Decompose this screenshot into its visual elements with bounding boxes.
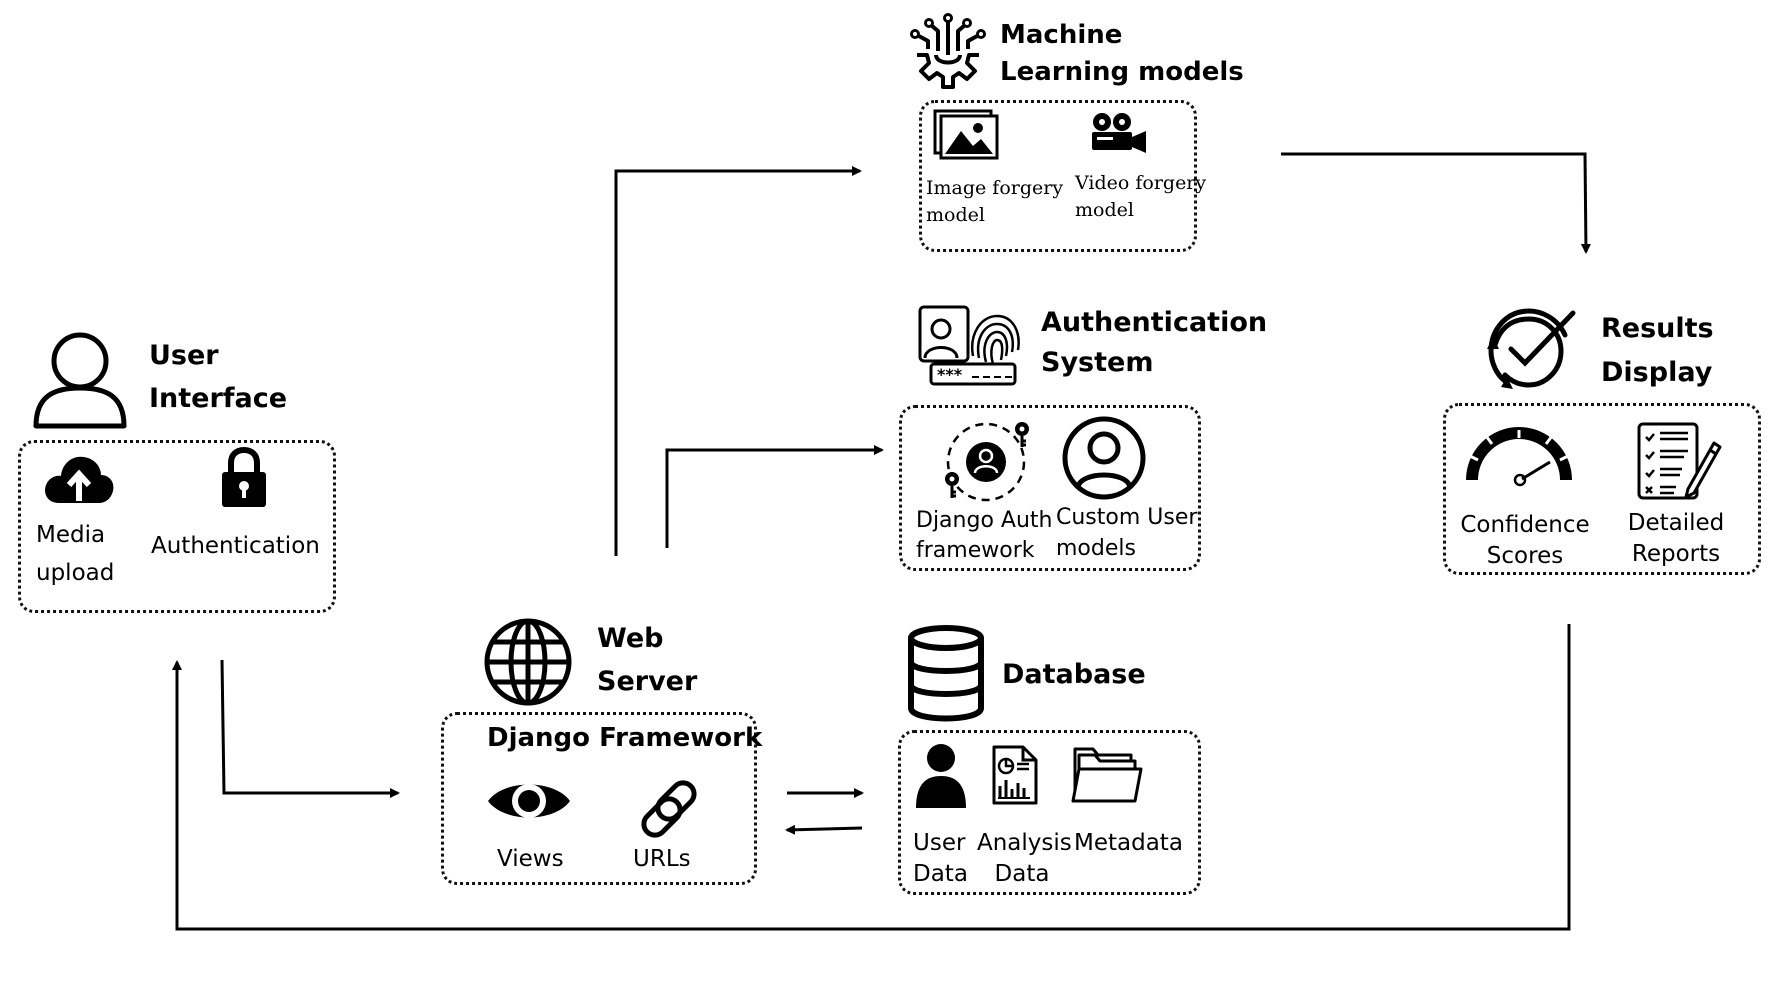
cloud-upload-icon[interactable] <box>43 451 115 505</box>
results-container: Confidence Scores Detailed Reports <box>1443 403 1761 575</box>
urls-label: URLs <box>633 846 691 872</box>
webserver-container: Django Framework Views URLs <box>441 712 762 885</box>
analysis-data-label-line2: Data <box>994 861 1050 887</box>
user-keys-icon[interactable] <box>944 416 1038 504</box>
image-forgery-label-line2: model <box>926 204 985 226</box>
video-forgery-label-line2: model <box>1075 199 1134 221</box>
detailed-reports-label-line2: Reports <box>1631 541 1721 567</box>
svg-text:***: *** <box>937 365 963 384</box>
ml-title-line2: Learning models <box>1000 57 1244 87</box>
results-title-line2: Display <box>1601 357 1713 388</box>
padlock-icon[interactable] <box>219 446 269 509</box>
results-title-line1: Results <box>1601 313 1714 344</box>
arrow-ui-to-webserver <box>220 659 400 798</box>
user-data-label-line1: User <box>913 830 966 856</box>
image-forgery-label-line1: Image forgery <box>926 177 1064 199</box>
video-forgery-label-line1: Video forgery <box>1075 172 1207 194</box>
auth-title-line1: Authentication <box>1041 307 1268 338</box>
confidence-label-line1: Confidence <box>1460 512 1590 538</box>
user-data-label-line2: Data <box>913 861 968 887</box>
ui-authentication-label: Authentication <box>151 533 320 559</box>
globe-icon <box>484 618 572 706</box>
django-auth-label-line2: framework <box>916 538 1035 563</box>
ml-container: Image forgery model Video forgery model <box>919 100 1206 252</box>
arrow-webserver-to-auth <box>665 445 884 548</box>
report-doc-icon[interactable] <box>991 744 1039 806</box>
ui-title-line1: User <box>149 340 219 371</box>
custom-user-label-line2: models <box>1056 536 1136 561</box>
detailed-reports-label-line1: Detailed <box>1627 510 1725 536</box>
database-container: User Data Analysis Data Metadata <box>898 730 1201 895</box>
gauge-icon[interactable] <box>1466 427 1572 488</box>
video-camera-icon[interactable] <box>1088 111 1148 155</box>
auth-title-line2: System <box>1041 347 1154 378</box>
person-icon[interactable] <box>914 742 968 810</box>
confidence-label-line2: Scores <box>1486 543 1564 569</box>
webserver-title-line2: Server <box>597 666 698 697</box>
ui-title-line2: Interface <box>149 383 288 414</box>
arrow-webserver-to-ml <box>614 166 862 556</box>
database-icon <box>908 625 984 722</box>
arrow-ml-to-results <box>1281 152 1591 254</box>
ml-title-line1: Machine <box>1000 20 1123 50</box>
database-title: Database <box>1002 659 1146 690</box>
views-label: Views <box>497 846 564 872</box>
folders-icon[interactable] <box>1071 745 1143 803</box>
image-icon[interactable] <box>933 109 999 160</box>
user-outline-icon <box>33 332 127 429</box>
user-circle-icon[interactable] <box>1061 415 1147 501</box>
ai-gear-icon <box>910 13 986 89</box>
arrow-results-to-ui <box>172 624 1571 931</box>
analysis-data-label-line1: Analysis <box>977 830 1072 856</box>
check-cycle-icon <box>1487 308 1576 389</box>
custom-user-label-line1: Custom User <box>1056 505 1198 530</box>
checklist-pencil-icon[interactable] <box>1636 421 1722 501</box>
django-framework-subtitle: Django Framework <box>487 723 763 753</box>
ui-media-upload-label-line2: upload <box>36 560 115 586</box>
eye-icon[interactable] <box>486 773 572 829</box>
auth-container: Django Auth framework Custom User models <box>899 405 1201 571</box>
ui-container: Media upload Authentication <box>18 440 336 613</box>
arrow-database-to-webserver <box>785 824 863 835</box>
fingerprint-id-icon: *** <box>918 305 1020 386</box>
link-icon[interactable] <box>635 775 703 843</box>
django-auth-label-line1: Django Auth <box>916 508 1053 533</box>
metadata-label: Metadata <box>1074 830 1183 856</box>
webserver-title-line1: Web <box>597 623 664 654</box>
ui-media-upload-label-line1: Media <box>36 522 106 548</box>
